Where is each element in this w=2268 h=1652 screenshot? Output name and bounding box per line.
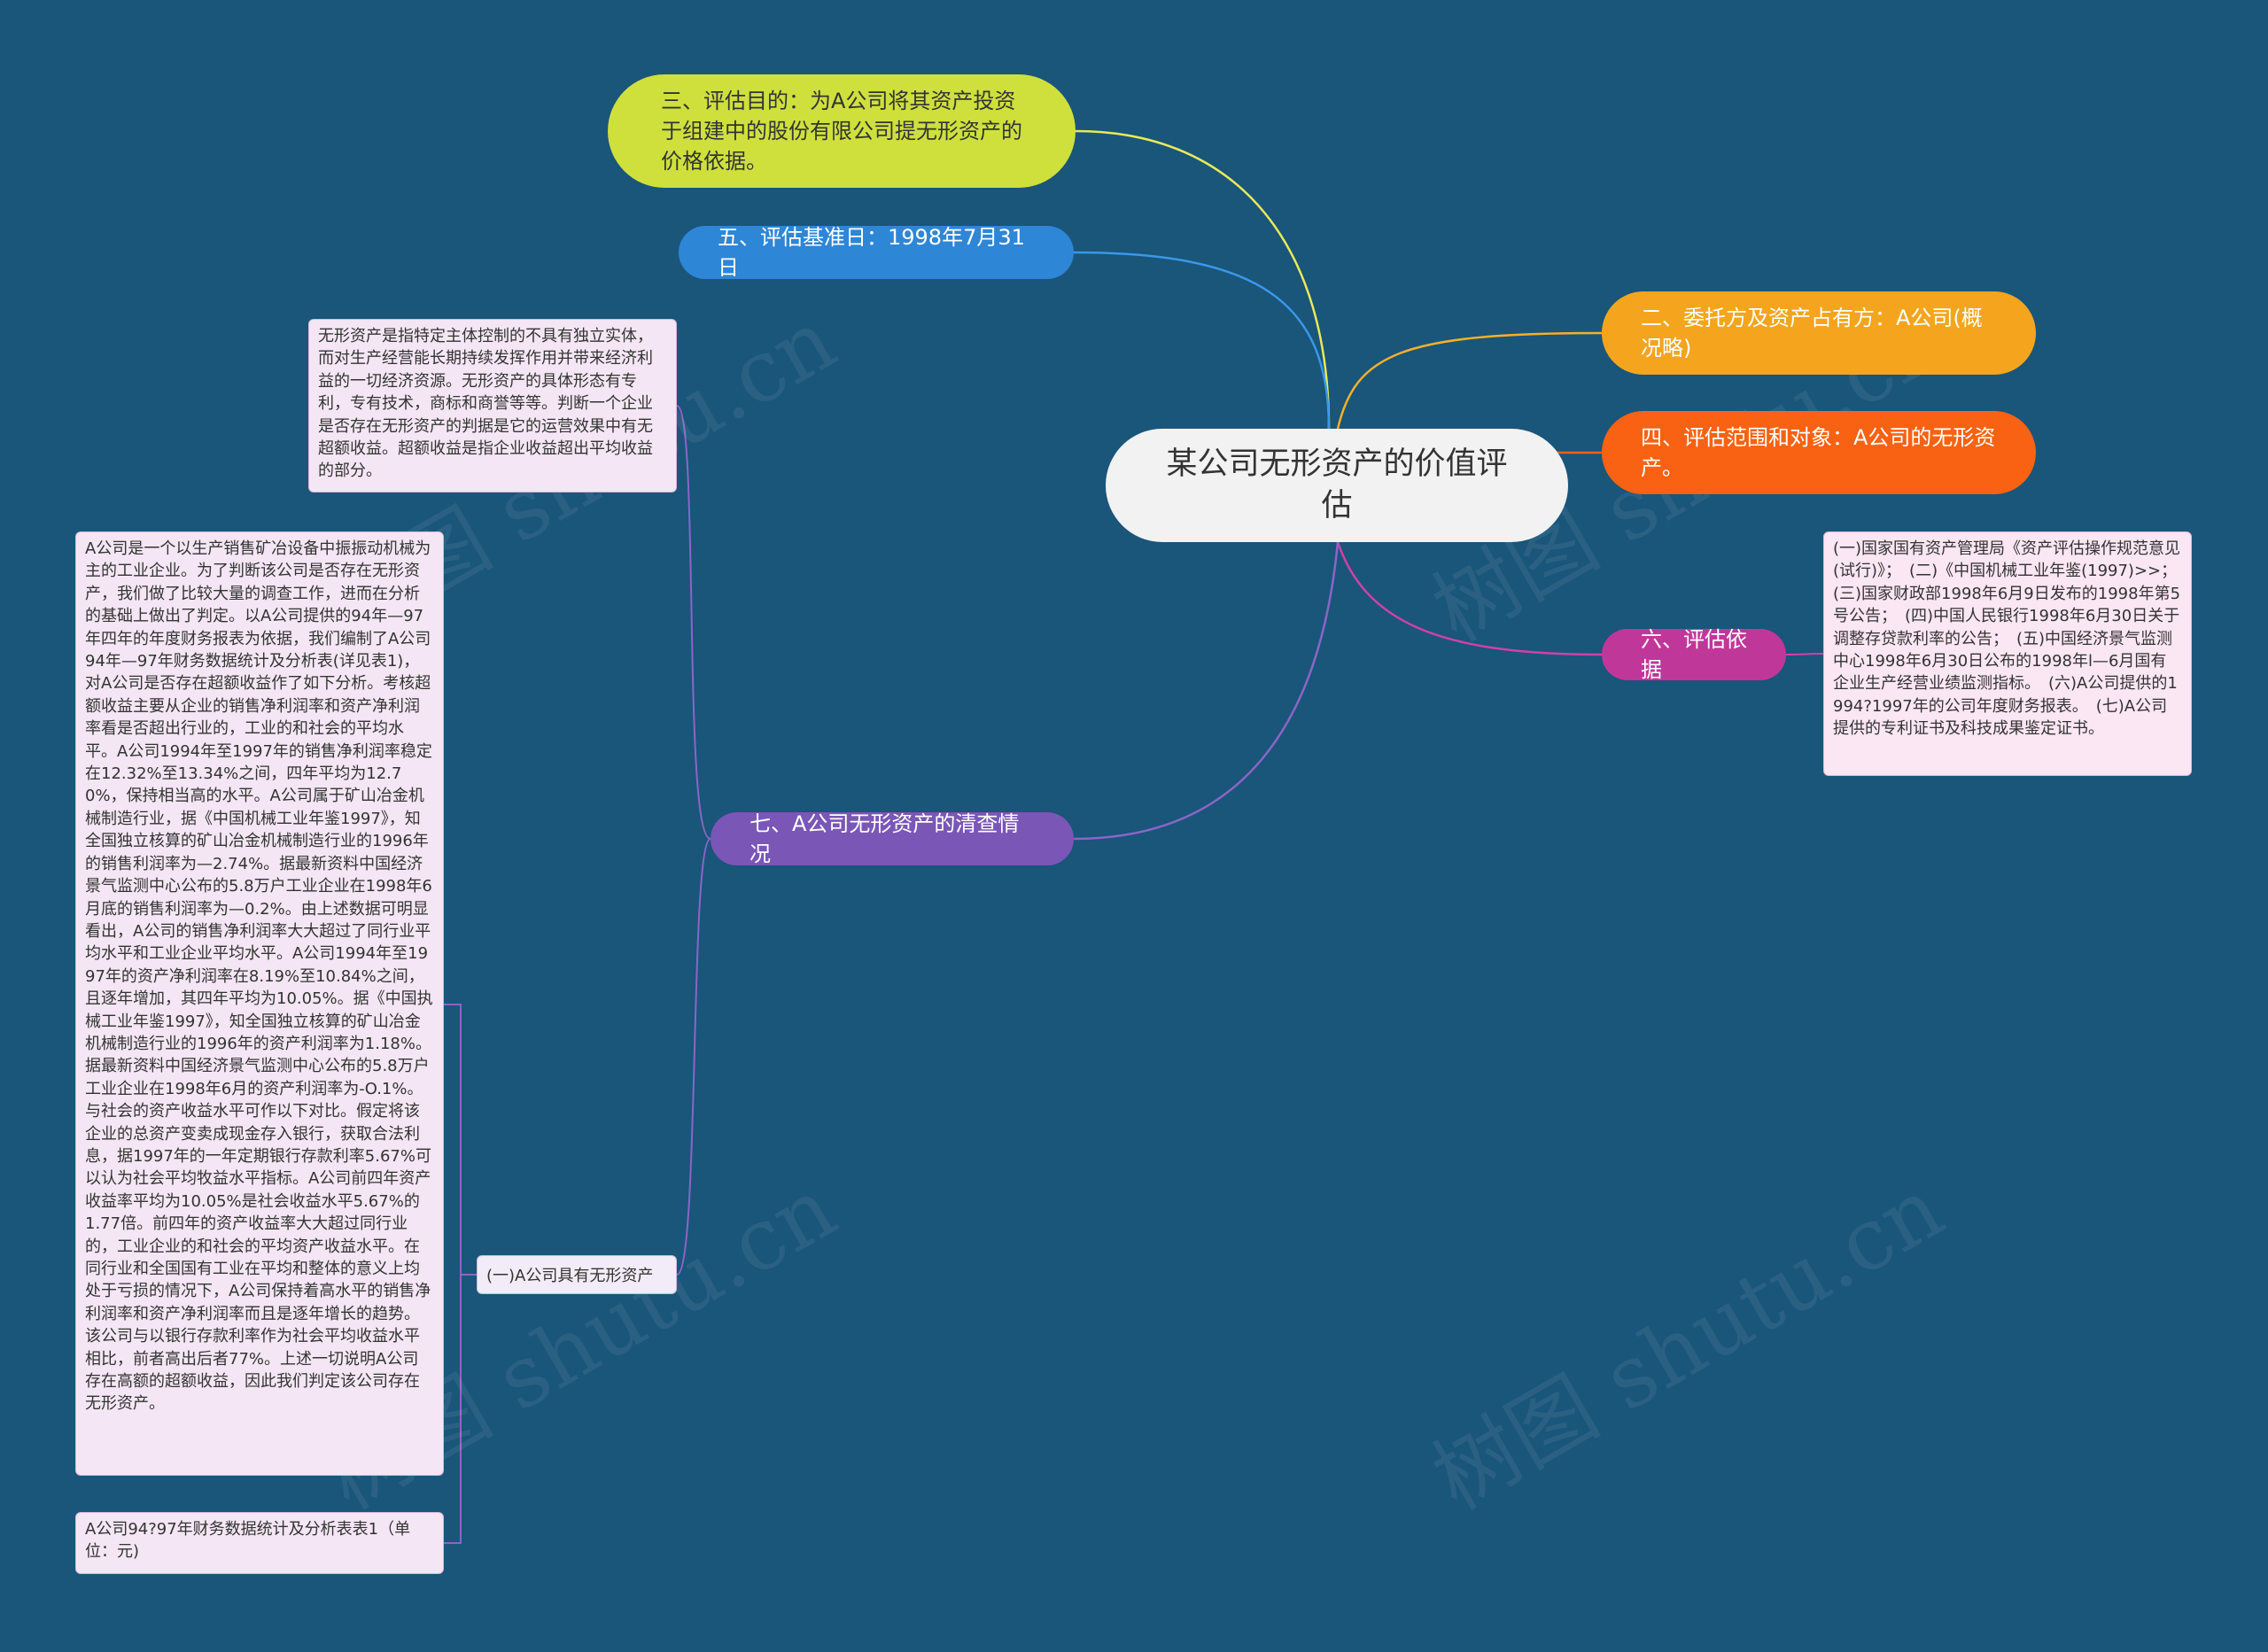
leaf-excess-return-analysis-text: A公司是一个以生产销售矿冶设备中振振动机械为主的工业企业。为了判断该公司是否存在… [85,539,433,1414]
link-inventory [1073,541,1340,841]
branch-purpose[interactable]: 三、评估目的：为A公司将其资产投资于组建中的股份有限公司提无形资产的价格依据。 [608,74,1076,188]
leaf-intangible-definition-text: 无形资产是指特定主体控制的不具有独立实体，而对生产经营能长期持续发挥作用并带来经… [318,327,653,481]
branch-inventory[interactable]: 七、A公司无形资产的清查情况 [711,811,1074,866]
link-base-date [1073,251,1331,430]
branch-scope[interactable]: 四、评估范围和对象：A公司的无形资产。 [1602,411,2036,494]
branch-basis-label: 六、评估依据 [1641,627,1747,682]
link-basis-detail [1785,653,1824,655]
link-purpose [1075,129,1331,430]
branch-client[interactable]: 二、委托方及资产占有方：A公司(概况略) [1602,291,2036,375]
branch-base-date-label: 五、评估基准日：1998年7月31日 [718,225,1025,280]
link-sub1-table [444,1274,477,1544]
branch-scope-label: 四、评估范围和对象：A公司的无形资产。 [1641,425,1996,480]
leaf-basis-detail-text: (一)国家国有资产管理局《资产评估操作规范意见(试行)》； (二)《中国机械工业… [1833,539,2186,739]
link-sub1-analysis [444,1004,477,1276]
root-node[interactable]: 某公司无形资产的价值评估 [1106,429,1568,542]
branch-purpose-label: 三、评估目的：为A公司将其资产投资于组建中的股份有限公司提无形资产的价格依据。 [661,89,1022,174]
link-client [1336,331,1603,430]
root-label: 某公司无形资产的价值评估 [1166,446,1508,524]
link-basis [1336,541,1603,656]
leaf-basis-detail[interactable]: (一)国家国有资产管理局《资产评估操作规范意见(试行)》； (二)《中国机械工业… [1823,531,2192,776]
leaf-intangible-definition[interactable]: 无形资产是指特定主体控制的不具有独立实体，而对生产经营能长期持续发挥作用并带来经… [308,319,677,492]
branch-base-date[interactable]: 五、评估基准日：1998年7月31日 [679,225,1074,280]
branch-inventory-label: 七、A公司无形资产的清查情况 [750,811,1020,866]
leaf-excess-return-analysis[interactable]: A公司是一个以生产销售矿冶设备中振振动机械为主的工业企业。为了判断该公司是否存在… [75,531,444,1476]
branch-basis[interactable]: 六、评估依据 [1602,627,1786,682]
leaf-financial-table-caption-text: A公司94?97年财务数据统计及分析表表1（单位：元) [85,1520,411,1562]
link-inventory-intro [676,405,711,840]
leaf-has-intangible-assets-text: (一)A公司具有无形资产 [486,1267,654,1285]
leaf-financial-table-caption[interactable]: A公司94?97年财务数据统计及分析表表1（单位：元) [75,1512,444,1574]
link-inventory-sub1 [676,838,711,1276]
leaf-has-intangible-assets[interactable]: (一)A公司具有无形资产 [477,1255,677,1294]
branch-client-label: 二、委托方及资产占有方：A公司(概况略) [1641,306,1983,361]
